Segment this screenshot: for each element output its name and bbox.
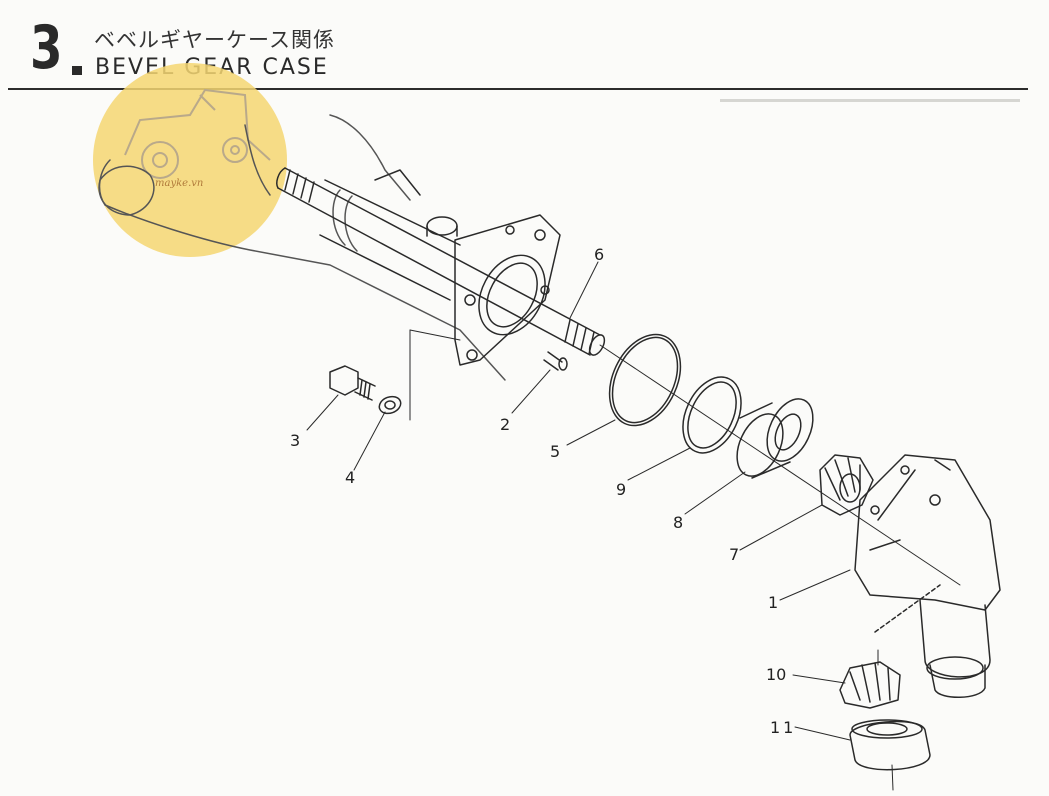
part-5-label: 5 (550, 442, 560, 461)
page-header: 3 ベベルギヤーケース関係 BEVEL GEAR CASE (0, 0, 1049, 102)
title-japanese: ベベルギヤーケース関係 (94, 28, 335, 52)
part-6-label: 6 (594, 245, 604, 264)
header-rule-faint (720, 99, 1020, 102)
part-10-label: 10 (766, 665, 786, 684)
part-8-label: 8 (673, 513, 683, 532)
part-7-label: 7 (729, 545, 739, 564)
tractor-icon: mayke.vn (93, 63, 287, 257)
part-3-label: 3 (290, 431, 300, 450)
part-2-label: 2 (500, 415, 510, 434)
part-1-label: 1 (768, 593, 778, 612)
section-number: 3 (30, 13, 63, 83)
watermark-text: mayke.vn (155, 178, 203, 189)
part-9-label: 9 (616, 480, 626, 499)
part-11-label: 11 (770, 718, 796, 737)
header-rule (8, 88, 1028, 90)
part-4-label: 4 (345, 468, 355, 487)
section-dot (72, 66, 82, 75)
